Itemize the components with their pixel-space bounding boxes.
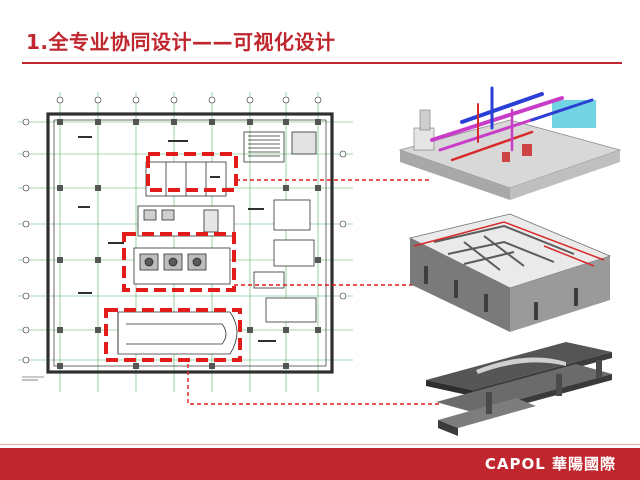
highlight-middle-core	[122, 232, 236, 292]
plan-legend	[22, 376, 44, 381]
stair-core-top-right	[243, 131, 317, 163]
footer-divider	[0, 444, 640, 445]
page-title: 1.全专业协同设计——可视化设计	[26, 30, 336, 54]
footer-bar	[0, 448, 640, 480]
structure-walls-3d-view	[408, 213, 612, 332]
annotations	[78, 136, 276, 342]
slab-section-3d-view	[426, 342, 612, 436]
highlight-upper-core	[146, 152, 238, 192]
ramp-area	[117, 311, 238, 355]
mep-pipes-3d-view	[398, 86, 622, 200]
axis-bubbles	[22, 96, 347, 364]
floor-plan-drawing	[18, 92, 353, 392]
highlight-lower-ramp	[104, 308, 242, 362]
highlight-frames	[104, 152, 242, 362]
title-divider	[22, 62, 622, 64]
brand-logo: CAPOL 華陽國際	[484, 455, 616, 473]
rooms-right	[253, 199, 317, 323]
